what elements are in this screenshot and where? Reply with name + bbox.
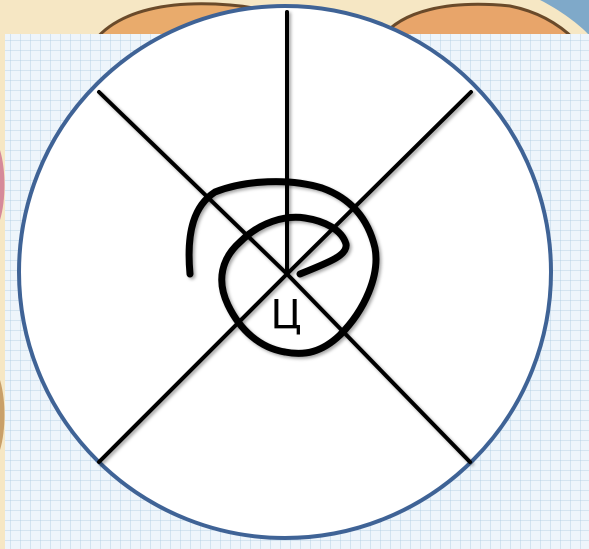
- center-label: Ц: [270, 292, 301, 338]
